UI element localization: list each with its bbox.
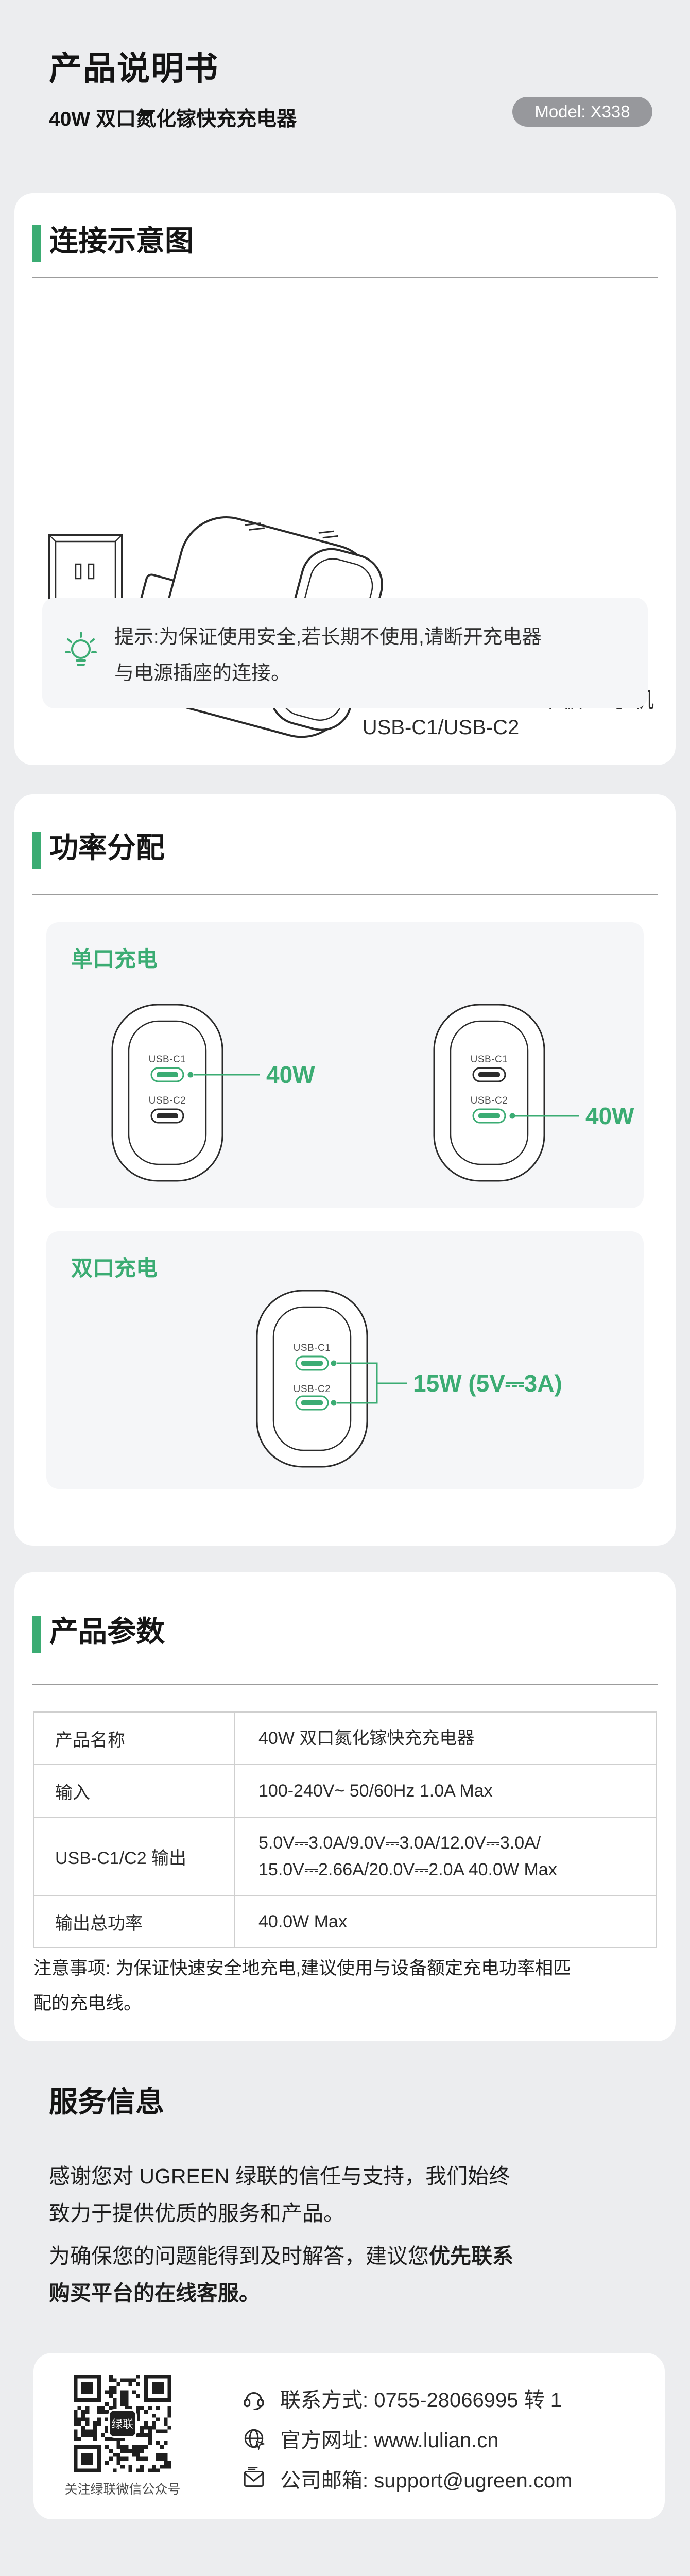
table-row: 产品名称 40W 双口氮化镓快充充电器 — [34, 1713, 656, 1764]
wall-outlet-icon — [48, 534, 123, 608]
dual-port-title: 双口充电 — [71, 1256, 158, 1280]
dual-port-diagram: USB-C1 USB-C2 15W (5V⎓3A) — [256, 1290, 562, 1468]
svg-text:USB-C2: USB-C2 — [471, 1095, 508, 1106]
contact-card: 绿联 关注绿联微信公众号 联系方式: 0755-28066995 转 1 — [33, 2353, 665, 2519]
product-subtitle: 40W 双口氮化镓快充充电器 — [49, 108, 297, 130]
section-title-connection: 连接示意图 — [49, 225, 194, 257]
svg-text:USB-C1: USB-C1 — [471, 1054, 508, 1065]
svg-text:USB-C1: USB-C1 — [149, 1054, 186, 1065]
single-port-diagram: USB-C1 40W USB-C2 USB-C1 — [111, 1004, 634, 1182]
spec-label: 产品名称 — [34, 1713, 235, 1764]
website-contact: 官方网址: www.lulian.cn — [280, 2429, 499, 2452]
ports-caption: USB-C1/USB-C2 — [363, 716, 520, 739]
spec-label: 输出总功率 — [34, 1896, 235, 1947]
single-port-panel: 单口充电 USB-C1 40W USB-C2 — [46, 922, 644, 1208]
section-divider — [32, 1684, 658, 1685]
spec-table: 产品名称 40W 双口氮化镓快充充电器 输入 100-240V~ 50/60Hz… — [33, 1711, 657, 1948]
section-title-service: 服务信息 — [49, 2086, 164, 2118]
left-power-label: 40W — [266, 1061, 315, 1088]
spec-value: 40W 双口氮化镓快充充电器 — [258, 1728, 475, 1748]
globe-icon — [244, 2429, 266, 2450]
safety-tip-box: 提示:为保证使用安全,若长期不使用,请断开充电器 与电源插座的连接。 — [42, 598, 648, 708]
email-contact: 公司邮箱: support@ugreen.com — [280, 2469, 573, 2492]
table-row: 输入 100-240V~ 50/60Hz 1.0A Max — [34, 1764, 656, 1817]
wechat-qr-code: 绿联 — [74, 2375, 171, 2472]
svg-text:USB-C1: USB-C1 — [294, 1343, 331, 1353]
specs-card: 产品参数 产品名称 40W 双口氮化镓快充充电器 输入 100-240V~ 50… — [14, 1572, 676, 2041]
phone-contact: 联系方式: 0755-28066995 转 1 — [280, 2389, 562, 2412]
single-port-title: 单口充电 — [71, 947, 158, 971]
contact-row-email: 公司邮箱: support@ugreen.com — [242, 2466, 572, 2492]
contact-row-website: 官方网址: www.lulian.cn — [242, 2426, 499, 2452]
headset-icon — [244, 2392, 264, 2410]
service-text-line4: 购买平台的在线客服。 — [49, 2281, 260, 2305]
qr-center-logo: 绿联 — [108, 2409, 137, 2438]
dual-power-label: 15W (5V⎓3A) — [413, 1370, 562, 1397]
section-accent-bar — [32, 1616, 41, 1653]
section-divider — [32, 277, 658, 278]
dual-port-panel: 双口充电 USB-C1 USB-C2 15W (5V⎓3A) — [46, 1231, 644, 1489]
section-accent-bar — [32, 225, 41, 262]
spec-value: 40.0W Max — [258, 1912, 347, 1931]
spec-value: 100-240V~ 50/60Hz 1.0A Max — [258, 1781, 493, 1801]
mail-icon — [244, 2467, 264, 2487]
section-divider — [32, 894, 658, 895]
svg-text:USB-C2: USB-C2 — [149, 1095, 186, 1106]
service-text-line3: 为确保您的问题能得到及时解答，建议您优先联系 — [49, 2244, 513, 2268]
charger-front-dual: USB-C1 USB-C2 15W (5V⎓3A) — [256, 1290, 562, 1468]
lightbulb-icon — [65, 632, 97, 666]
section-title-power: 功率分配 — [49, 832, 165, 864]
section-title-specs: 产品参数 — [49, 1615, 165, 1648]
charger-front-right: USB-C1 USB-C2 40W — [433, 1004, 634, 1182]
qr-caption: 关注绿联微信公众号 — [64, 2482, 181, 2497]
contact-row-phone: 联系方式: 0755-28066995 转 1 — [242, 2385, 562, 2412]
spec-note-line1: 注意事项: 为保证快速安全地充电,建议使用与设备额定充电功率相匹 — [33, 1958, 572, 1978]
service-text-line2: 致力于提供优质的服务和产品。 — [49, 2201, 344, 2225]
section-accent-bar — [32, 832, 41, 869]
qr-code-icon — [74, 2375, 171, 2472]
service-text-line1: 感谢您对 UGREEN 绿联的信任与支持，我们始终 — [49, 2164, 510, 2188]
spec-label: USB-C1/C2 输出 — [34, 1818, 235, 1895]
tip-text: 提示:为保证使用安全,若长期不使用,请断开充电器 与电源插座的连接。 — [114, 626, 542, 684]
page-title: 产品说明书 — [49, 50, 219, 87]
charger-front-left: USB-C1 40W USB-C2 — [111, 1004, 315, 1182]
table-row: 输出总功率 40.0W Max — [34, 1895, 656, 1947]
model-badge: Model: X338 — [512, 97, 652, 127]
table-row: USB-C1/C2 输出 5.0V⎓3.0A/9.0V⎓3.0A/12.0V⎓3… — [34, 1817, 656, 1895]
connection-card: 连接示意图 UGREE — [14, 193, 676, 765]
spec-value: 5.0V⎓3.0A/9.0V⎓3.0A/12.0V⎓3.0A/ 15.0V⎓2.… — [258, 1833, 557, 1879]
spec-note-line2: 配的充电线。 — [33, 1993, 142, 2013]
right-power-label: 40W — [585, 1103, 634, 1129]
spec-label: 输入 — [34, 1765, 235, 1817]
power-card: 功率分配 单口充电 USB-C1 40W USB-C2 — [14, 794, 676, 1546]
svg-text:USB-C2: USB-C2 — [294, 1384, 331, 1395]
